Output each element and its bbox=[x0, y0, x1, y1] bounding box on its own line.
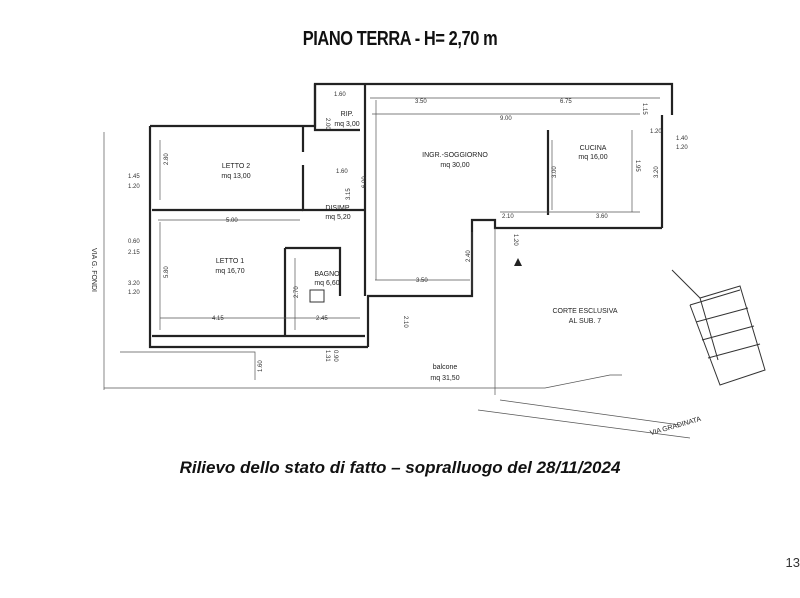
corte-label-line2: AL SUB. 7 bbox=[569, 318, 602, 325]
wall-rip bbox=[313, 84, 360, 132]
survey-caption: Rilievo dello stato di fatto – sopralluo… bbox=[179, 458, 621, 477]
room-ingr-name: INGR.-SOGGIORNO bbox=[422, 152, 488, 159]
outer-wall bbox=[150, 82, 674, 128]
dim-label: 2.40 bbox=[466, 250, 472, 262]
dim-label: 1.45 bbox=[128, 174, 140, 180]
dim-label: 2.10 bbox=[502, 214, 514, 220]
street-via-gradinata: VIA GRADINATA bbox=[649, 416, 702, 437]
dim-label: 1.20 bbox=[128, 184, 140, 190]
room-disimp-name: DISIMP. bbox=[325, 205, 350, 212]
entrance-arrow-icon bbox=[514, 258, 522, 266]
dim-label: 2.70 bbox=[294, 286, 300, 298]
room-letto1-area: mq 16,70 bbox=[215, 268, 244, 275]
wall-bagno bbox=[285, 246, 342, 296]
dim-label: 1.60 bbox=[258, 360, 264, 372]
dim-label: 1.60 bbox=[336, 169, 348, 175]
dim-label: 3.15 bbox=[346, 188, 352, 200]
dim-label: 9.00 bbox=[500, 116, 512, 122]
dim-label: 5.00 bbox=[226, 218, 238, 224]
dim-label: 3.60 bbox=[596, 214, 608, 220]
dim-label: 0.60 bbox=[128, 239, 140, 245]
dim-label: 1.60 bbox=[334, 92, 346, 98]
floor-plan-title: PIANO TERRA - H= 2,70 m bbox=[302, 28, 498, 50]
corte-label-line1: CORTE ESCLUSIVA bbox=[552, 308, 617, 315]
room-letto2-name: LETTO 2 bbox=[222, 163, 250, 170]
dim-label: 2.80 bbox=[164, 153, 170, 165]
room-rip-area: mq 3,00 bbox=[334, 121, 359, 128]
dim-label: 1.20 bbox=[128, 290, 140, 296]
dim-label: 5.80 bbox=[164, 266, 170, 278]
room-disimp-area: mq 5,20 bbox=[325, 214, 350, 221]
room-bagno-area: mq 6,60 bbox=[314, 280, 339, 287]
dim-label: 2.15 bbox=[128, 250, 140, 256]
dim-label: 6.00 bbox=[362, 176, 368, 188]
room-balcone-name: balcone bbox=[433, 364, 458, 371]
room-balcone-area: mq 31,50 bbox=[430, 375, 459, 382]
dim-label: 2.45 bbox=[316, 316, 328, 322]
dim-label: 1.95 bbox=[634, 160, 640, 172]
dim-label: 1.20 bbox=[650, 129, 662, 135]
bathroom-fixture-icon bbox=[309, 289, 325, 303]
dim-label: 6.75 bbox=[560, 99, 572, 105]
dim-label: 1.31 bbox=[324, 350, 330, 362]
dim-label: 1.20 bbox=[512, 234, 518, 246]
dim-label: 3.20 bbox=[128, 281, 140, 287]
room-rip-name: RIP. bbox=[341, 111, 354, 118]
dim-label: 3.50 bbox=[416, 278, 428, 284]
dim-label: 1.40 bbox=[676, 136, 688, 142]
dim-label: 4.15 bbox=[212, 316, 224, 322]
room-letto1-name: LETTO 1 bbox=[216, 258, 244, 265]
dim-label: 1.20 bbox=[676, 145, 688, 151]
room-letto2-area: mq 13,00 bbox=[221, 173, 250, 180]
dim-label: 3.20 bbox=[654, 166, 660, 178]
dim-label: 2.00 bbox=[324, 118, 330, 130]
room-cucina-area: mq 16,00 bbox=[578, 154, 607, 161]
page-number: 13 bbox=[785, 555, 800, 570]
room-bagno-name: BAGNO bbox=[314, 271, 340, 278]
stairs-drawing bbox=[671, 269, 766, 386]
wall-disimp bbox=[301, 165, 365, 212]
outer-wall-left bbox=[148, 126, 368, 349]
room-ingr-area: mq 30,00 bbox=[440, 162, 469, 169]
dim-label: 3.00 bbox=[552, 166, 558, 178]
dim-label: 3.50 bbox=[415, 99, 427, 105]
dim-label: 0.90 bbox=[332, 350, 338, 362]
dim-label: 1.15 bbox=[641, 103, 647, 115]
room-cucina-name: CUCINA bbox=[580, 145, 607, 152]
dim-label: 2.10 bbox=[402, 316, 408, 328]
street-via-fondi: VIA G. FONDI bbox=[90, 248, 97, 292]
